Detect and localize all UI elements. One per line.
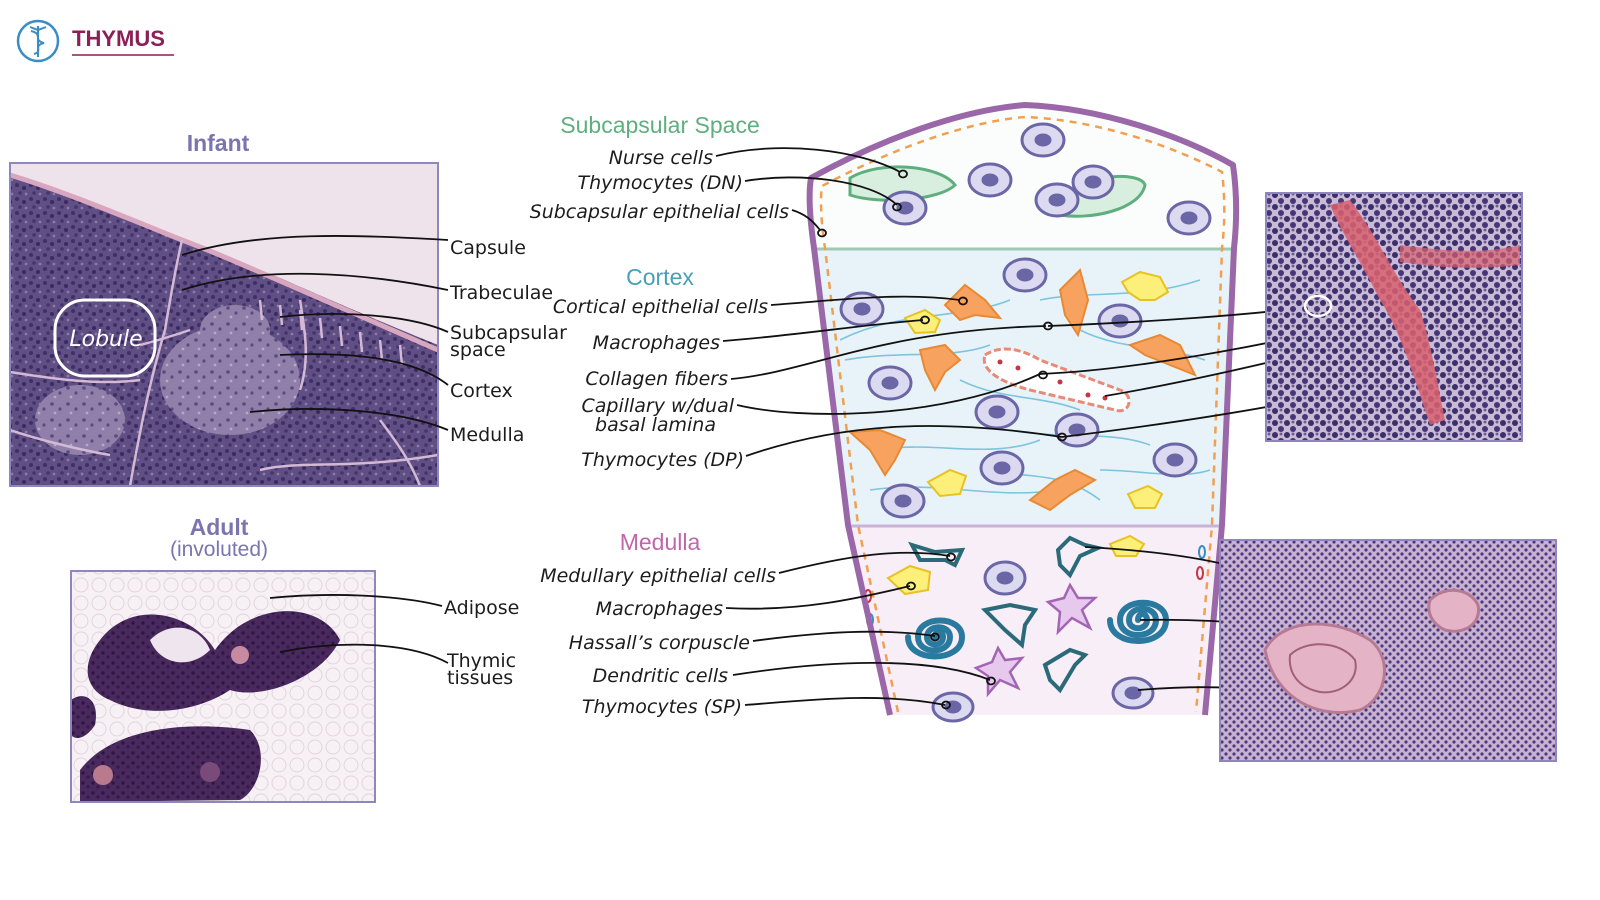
label-cortical-epithelial: Cortical epithelial cells (553, 296, 768, 318)
subcapsular-epithelium (819, 115, 1226, 713)
infant-micrograph (10, 163, 438, 486)
label-capsule: Capsule (450, 237, 526, 259)
infant-panel: Infant Lobule (9, 130, 439, 487)
label-thymocytes-dp: Thymocytes (DP) (581, 449, 744, 471)
label-subcapsular-epithelial: Subcapsular epithelial cells (530, 201, 789, 223)
label-macrophages-medulla: Macrophages (596, 598, 723, 620)
thymocyte (880, 483, 926, 519)
thymocyte (1097, 303, 1143, 339)
header: THYMUS (16, 19, 174, 63)
thymocyte (931, 691, 975, 723)
medulla-title: Medulla (620, 529, 701, 555)
label-macrophages-cortex: Macrophages (593, 332, 720, 354)
lobule-diagram (806, 102, 1240, 723)
thymocyte (1111, 676, 1155, 710)
label-capillary-2: basal lamina (595, 414, 716, 436)
macrophages (886, 270, 1170, 596)
cortex-title: Cortex (626, 264, 694, 290)
label-capillary-1: Capillary w/dual (581, 395, 734, 417)
label-subcapsular: Subcapsular (450, 322, 567, 344)
label-medullary-epithelial: Medullary epithelial cells (540, 565, 776, 587)
thymocyte (1071, 164, 1115, 200)
subcapsular-title: Subcapsular Space (560, 112, 759, 138)
label-trabeculae: Trabeculae (449, 282, 553, 304)
cortex-micrograph (1265, 192, 1523, 442)
label-thymic: Thymic (446, 650, 516, 672)
infant-labels: Capsule Trabeculae Subcapsular space Cor… (181, 235, 567, 446)
capsule-wall (806, 102, 1240, 716)
medullary-epithelial-cells (907, 535, 1105, 694)
thymocyte (882, 190, 928, 226)
caduceus-icon (16, 19, 60, 63)
adult-subtitle: (involuted) (170, 538, 268, 561)
thymocyte (1034, 182, 1080, 218)
label-collagen: Collagen fibers (585, 368, 728, 390)
infant-title: Infant (187, 130, 250, 156)
adult-title: Adult (190, 514, 249, 540)
page-title: THYMUS (72, 26, 165, 51)
label-cortex: Cortex (450, 380, 513, 402)
diagram-labels: Subcapsular Space Cortex Medulla Nurse c… (530, 112, 1406, 718)
lobule-label: Lobule (69, 327, 142, 352)
label-hassalls: Hassall’s corpuscle (569, 632, 750, 654)
thymocytes (839, 122, 1212, 723)
thymocyte (1166, 200, 1212, 236)
cortical-epithelial-cells (847, 268, 1198, 512)
label-medulla: Medulla (450, 424, 524, 446)
dendritic-cells (973, 582, 1099, 698)
thymocyte (979, 450, 1025, 486)
lobule-outline (53, 298, 157, 378)
label-dendritic: Dendritic cells (593, 665, 728, 687)
thymocyte (983, 560, 1027, 596)
thymocyte (1020, 122, 1066, 158)
thymocyte (1152, 442, 1198, 478)
thymocyte (967, 162, 1013, 198)
medulla-micrograph (1219, 539, 1557, 762)
label-nurse-cells: Nurse cells (609, 147, 713, 169)
thymocyte (867, 365, 913, 401)
thymocyte (839, 291, 885, 327)
label-thymocytes-sp: Thymocytes (SP) (582, 696, 742, 718)
adult-panel: Adult (involuted) (70, 514, 376, 803)
label-thymocytes-dn: Thymocytes (DN) (578, 172, 743, 194)
thymocyte (974, 394, 1020, 430)
adult-labels: Adipose Thymic tissues (269, 594, 519, 689)
label-adipose: Adipose (444, 597, 519, 619)
thymocyte (1002, 257, 1048, 293)
capillary (982, 347, 1131, 413)
label-tissues: tissues (447, 667, 513, 689)
adult-micrograph (71, 571, 375, 802)
label-space: space (450, 339, 506, 361)
